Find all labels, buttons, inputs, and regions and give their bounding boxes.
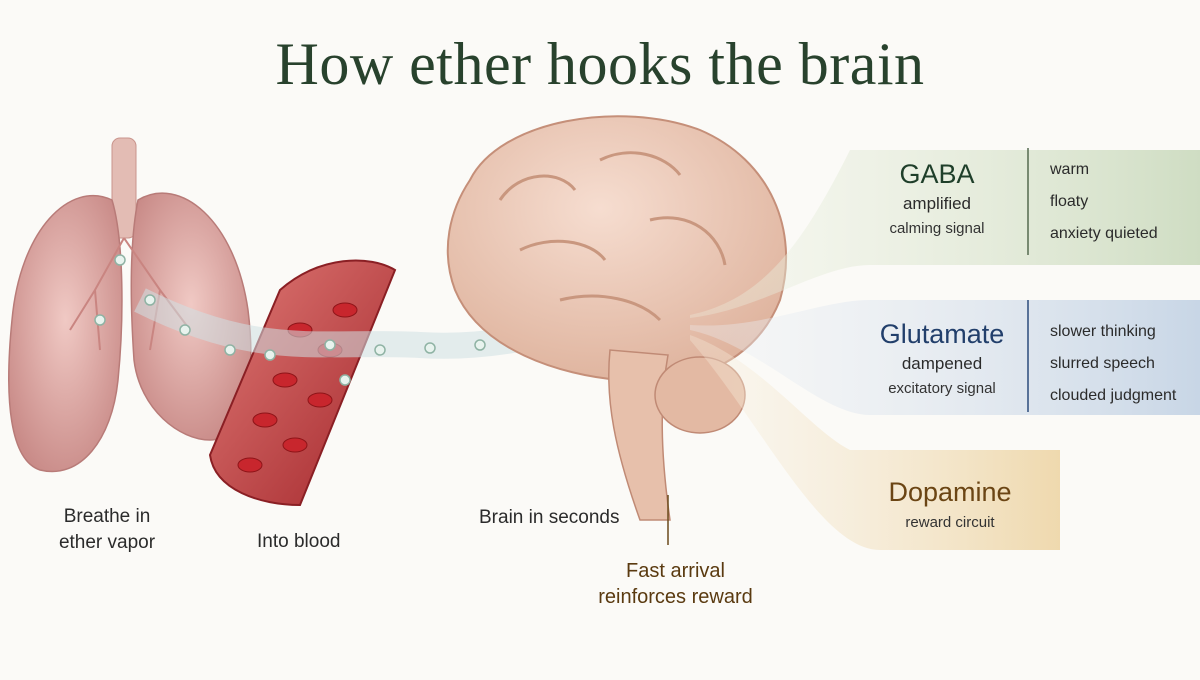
- step-lungs-label: Breathe in ether vapor: [52, 504, 162, 556]
- glutamate-effect-1: slower thinking: [1050, 323, 1156, 340]
- step-brain-label: Brain in seconds: [479, 507, 620, 528]
- glutamate-card: Glutamate dampened excitatory signal: [862, 318, 1022, 397]
- glutamate-effect-3: clouded judgment: [1050, 387, 1177, 404]
- glutamate-name: Glutamate: [879, 319, 1005, 349]
- gaba-ribbon: [690, 150, 1200, 318]
- gaba-effect-3: anxiety quieted: [1050, 225, 1158, 242]
- gaba-name: GABA: [899, 159, 975, 189]
- step-blood-label: Into blood: [257, 531, 341, 552]
- gaba-effect-1: warm: [1050, 161, 1090, 178]
- note-line2: reinforces reward: [598, 586, 753, 608]
- note-label: Fast arrival reinforces reward: [588, 558, 763, 610]
- gaba-effects: warm floaty anxiety quieted: [1050, 154, 1158, 250]
- dopamine-card: Dopamine reward circuit: [880, 476, 1020, 531]
- left-lung: [8, 194, 123, 473]
- glutamate-ribbon: [690, 300, 1200, 415]
- note-line1: Fast arrival: [626, 560, 725, 582]
- gaba-signal: calming signal: [889, 220, 985, 237]
- glutamate-effects: slower thinking slurred speech clouded j…: [1050, 316, 1176, 412]
- glutamate-effect-2: slurred speech: [1050, 355, 1155, 372]
- dopamine-ribbon: [690, 335, 1060, 550]
- step-lungs-line2: ether vapor: [58, 532, 156, 553]
- gaba-change: amplified: [902, 194, 972, 213]
- dopamine-change: reward circuit: [905, 514, 995, 531]
- lungs: [8, 137, 252, 473]
- gaba-effect-2: floaty: [1050, 193, 1089, 210]
- glutamate-signal: excitatory signal: [888, 380, 996, 397]
- dopamine-name: Dopamine: [888, 477, 1012, 507]
- page-title: How ether hooks the brain: [275, 31, 925, 97]
- blood-vessel: [208, 259, 397, 507]
- brain: [446, 115, 788, 521]
- gaba-card: GABA amplified calming signal: [862, 158, 1012, 237]
- glutamate-change: dampened: [901, 354, 983, 373]
- step-lungs-line1: Breathe in: [63, 506, 151, 527]
